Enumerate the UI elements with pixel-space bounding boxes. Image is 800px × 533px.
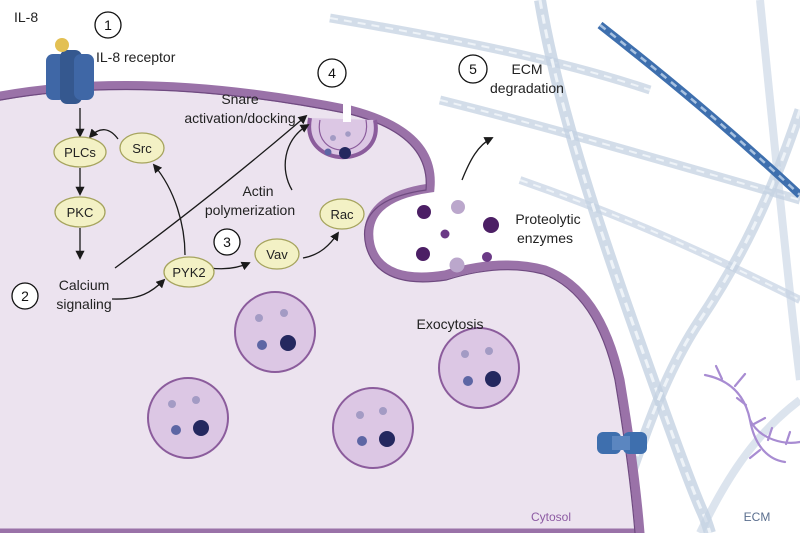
ecm-branch-icon bbox=[703, 364, 800, 464]
snare-label-line1: Snare bbox=[221, 91, 259, 107]
node-plcs-label: PLCs bbox=[64, 145, 96, 160]
ecm-fiber-collagen-dark bbox=[597, 21, 800, 198]
node-pyk2: PYK2 bbox=[163, 256, 215, 288]
exocytosis-label: Exocytosis bbox=[417, 316, 484, 332]
step-4-marker: 4 bbox=[317, 58, 347, 88]
step-5-number: 5 bbox=[469, 61, 477, 77]
step-5-marker: 5 bbox=[458, 54, 488, 84]
step-4-number: 4 bbox=[328, 65, 336, 81]
node-rac-label: Rac bbox=[330, 207, 354, 222]
cell-membrane-inner-line bbox=[0, 88, 636, 533]
text-labels: IL-8 IL-8 receptor Calcium signaling Sna… bbox=[14, 9, 770, 524]
granule-vesicle-icon bbox=[234, 291, 316, 373]
step-2-marker: 2 bbox=[11, 282, 39, 310]
proteolytic-label-line1: Proteolytic bbox=[515, 211, 580, 227]
granule-vesicle-icon bbox=[147, 377, 229, 459]
proteolytic-label-line2: enzymes bbox=[517, 230, 573, 246]
node-vav: Vav bbox=[254, 238, 300, 270]
node-pkc-label: PKC bbox=[67, 205, 94, 220]
node-vav-label: Vav bbox=[266, 247, 288, 262]
snare-label-line2: activation/docking bbox=[184, 110, 295, 126]
il8-receptor-label: IL-8 receptor bbox=[96, 49, 176, 65]
proteolytic-enzymes bbox=[416, 200, 499, 273]
membrane-channel-icon bbox=[597, 432, 647, 454]
step-3-number: 3 bbox=[223, 234, 231, 250]
granule-vesicle-icon bbox=[438, 327, 520, 409]
ecm-degradation-label-line2: degradation bbox=[490, 80, 564, 96]
step-1-marker: 1 bbox=[94, 11, 122, 39]
node-pyk2-label: PYK2 bbox=[172, 265, 205, 280]
ecm-degradation-label-line1: ECM bbox=[511, 61, 542, 77]
step-3-marker: 3 bbox=[213, 228, 241, 256]
node-src: Src bbox=[119, 132, 165, 164]
step-markers: 1 2 3 4 5 bbox=[11, 11, 488, 310]
step-2-number: 2 bbox=[21, 288, 29, 304]
actin-label-line2: polymerization bbox=[205, 202, 295, 218]
membrane-fusion-pore bbox=[343, 100, 351, 122]
il8-ligand-icon bbox=[55, 38, 69, 52]
il8-label: IL-8 bbox=[14, 9, 38, 25]
granule-vesicle-icon bbox=[332, 387, 414, 469]
docking-vesicle bbox=[307, 100, 378, 160]
actin-label-line1: Actin bbox=[242, 183, 273, 199]
signaling-nodes: PLCs PKC Src PYK2 Vav Rac bbox=[53, 132, 365, 288]
node-plcs: PLCs bbox=[53, 136, 107, 168]
step-1-number: 1 bbox=[104, 17, 112, 33]
node-pkc: PKC bbox=[54, 196, 106, 228]
granule-vesicles bbox=[147, 291, 520, 469]
pathway-arrows bbox=[75, 108, 494, 300]
calcium-label-line2: signaling bbox=[56, 296, 111, 312]
calcium-label-line1: Calcium bbox=[59, 277, 110, 293]
cytosol-label: Cytosol bbox=[531, 510, 571, 524]
node-rac: Rac bbox=[319, 198, 365, 230]
node-src-label: Src bbox=[132, 141, 152, 156]
ecm-label: ECM bbox=[744, 510, 771, 524]
il8-receptor-icon bbox=[46, 50, 94, 104]
